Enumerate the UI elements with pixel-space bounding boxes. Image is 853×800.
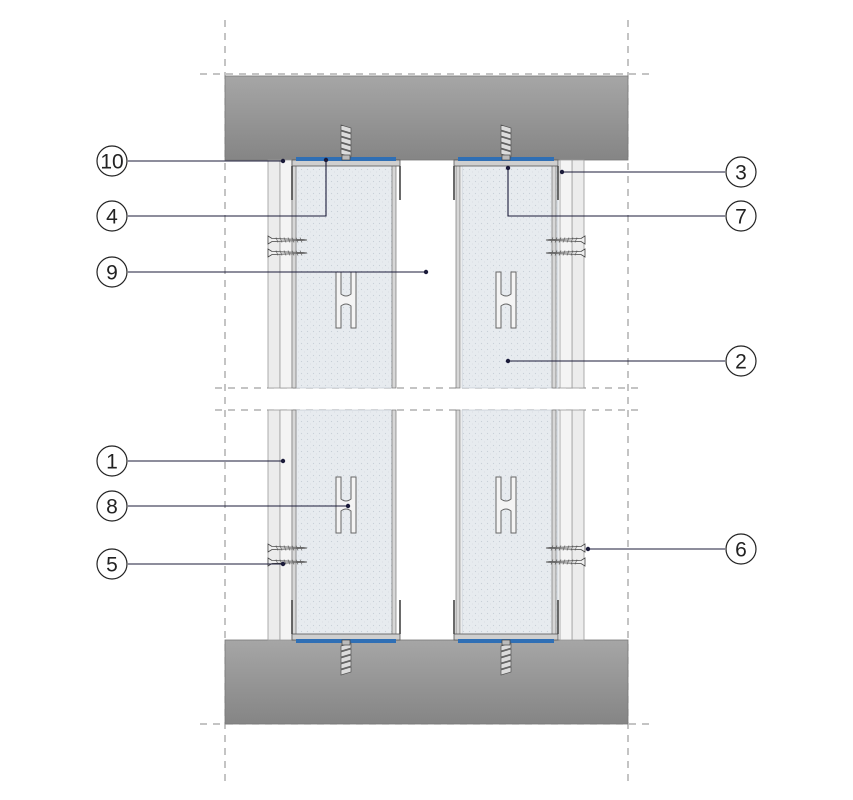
leader-dot-10: [280, 158, 286, 164]
leader-dot-8: [345, 503, 351, 509]
callout-label-5: 5: [106, 554, 118, 577]
callout-circle-4: [96, 200, 128, 232]
board-layer-outer: [267, 159, 281, 389]
callout-label-6: 6: [735, 539, 747, 562]
callout-label-3: 3: [735, 162, 747, 185]
insulation-core: [295, 409, 393, 641]
anchor-icon: [340, 124, 352, 161]
board-layer-outer: [571, 159, 585, 389]
left-wall-leaf: [267, 157, 401, 643]
screw-icon: [545, 235, 586, 245]
leader-dot-3: [559, 169, 565, 175]
callout-label-7: 7: [735, 206, 747, 229]
callout-label-1: 1: [106, 451, 118, 474]
callout-label-9: 9: [106, 262, 118, 285]
callout-label-10: 10: [100, 151, 123, 174]
callout-circle-8: [96, 490, 128, 522]
stud-web-icon: [495, 476, 517, 534]
board-layer-outer: [571, 409, 585, 641]
board-layer-inner: [279, 159, 293, 389]
callout-circle-1: [96, 445, 128, 477]
callout-circle-7: [725, 200, 757, 232]
leader-line-4: [128, 160, 327, 217]
anchor-icon: [340, 639, 352, 676]
callout-circle-5: [96, 548, 128, 580]
insulation-core: [295, 159, 393, 389]
callout-label-4: 4: [106, 206, 118, 229]
callout-label-8: 8: [106, 496, 118, 519]
callout-label-2: 2: [735, 351, 747, 374]
callout-circle-9: [96, 256, 128, 288]
screw-icon: [267, 248, 308, 258]
stud-flange: [455, 159, 461, 389]
anchor-icon: [500, 124, 512, 161]
bottom-slab: [224, 639, 629, 725]
stud-web-icon: [335, 271, 357, 329]
stud-web-icon: [335, 476, 357, 534]
stud-flange: [551, 409, 557, 641]
board-layer-inner: [559, 409, 573, 641]
screw-icon: [545, 248, 586, 258]
stud-flange: [455, 409, 461, 641]
callout-circle-3: [725, 156, 757, 188]
insulation-core: [461, 409, 559, 641]
leader-dot-2: [505, 358, 511, 364]
screw-icon: [267, 557, 308, 567]
stud-flange: [391, 409, 397, 641]
anchor-icon: [500, 639, 512, 676]
stud-flange: [391, 159, 397, 389]
screw-icon: [545, 557, 586, 567]
screw-icon: [545, 543, 586, 553]
screw-icon: [267, 235, 308, 245]
leader-line-7: [507, 168, 725, 217]
top-slab: [224, 75, 629, 161]
board-layer-outer: [267, 409, 281, 641]
leader-dot-5: [280, 561, 286, 567]
stud-flange: [551, 159, 557, 389]
leader-dot-6: [585, 546, 591, 552]
insulation-core: [461, 159, 559, 389]
callout-circle-6: [725, 533, 757, 565]
leader-dot-4: [323, 157, 329, 163]
leader-dot-1: [280, 458, 286, 464]
leader-dot-7: [505, 165, 511, 171]
board-layer-inner: [279, 409, 293, 641]
callout-circle-2: [725, 345, 757, 377]
board-layer-inner: [559, 159, 573, 389]
right-wall-leaf: [453, 157, 585, 643]
screw-icon: [267, 543, 308, 553]
stud-web-icon: [495, 271, 517, 329]
callout-circle-10: [96, 145, 128, 177]
leader-dot-9: [423, 269, 429, 275]
